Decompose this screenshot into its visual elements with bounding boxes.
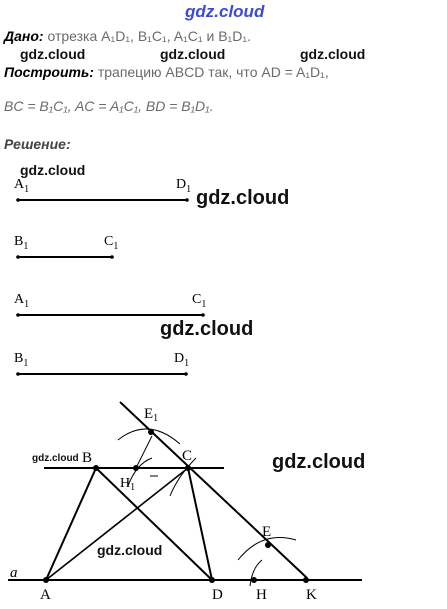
point-e1 (148, 429, 154, 435)
watermark: gdz.cloud (20, 46, 86, 62)
segment-a1d1-right-dot (185, 198, 189, 202)
given-text: отрезка A₁D₁, B₁C₁, A₁C₁ и B₁D₁. (47, 28, 252, 44)
label-e1: E1 (144, 406, 158, 424)
label-b: B (82, 450, 92, 466)
construction-figure: A B C D H K E E1 H1 a (8, 401, 362, 603)
arc-h (249, 559, 263, 587)
arc-e (237, 537, 297, 561)
segment-a1d1-left-dot (16, 198, 20, 202)
segment-b1c1-right-dot (110, 255, 114, 259)
arc-e1 (117, 428, 181, 445)
watermark: gdz.cloud (160, 318, 254, 340)
label-a: A (40, 587, 51, 603)
point-k (303, 577, 309, 583)
label-h1: H1 (120, 476, 135, 493)
point-h (251, 577, 257, 583)
segment-4-right-label: D1 (174, 351, 190, 369)
watermark: gdz.cloud (300, 46, 366, 62)
segment-3-left-label: A1 (14, 292, 30, 310)
label-e: E (262, 524, 271, 540)
segment-2-right-label: C1 (104, 234, 119, 252)
point-a (43, 577, 49, 583)
segment-b1d1-right-dot (184, 372, 188, 376)
watermark: gdz.cloud (97, 542, 163, 558)
watermark: gdz.cloud (160, 46, 226, 62)
construct-line: Построить: трапецию ABCD так, что AD = A… (4, 64, 329, 80)
watermark: gdz.cloud (196, 187, 290, 209)
watermark: gdz.cloud (272, 451, 366, 473)
watermark: gdz.cloud (20, 162, 86, 178)
line-ab (45, 467, 97, 581)
solution-label: Решение: (4, 136, 71, 152)
label-line-a: a (10, 565, 18, 581)
label-k: K (306, 587, 317, 603)
segment-2-left-label: B1 (14, 234, 29, 252)
line-cd (187, 467, 213, 581)
construct-label: Построить: (4, 64, 94, 80)
point-d (209, 577, 215, 583)
point-h1 (133, 465, 139, 471)
site-title[interactable]: gdz.cloud (185, 2, 265, 21)
helper-h1 (135, 435, 153, 469)
given-line: Дано: отрезка A₁D₁, B₁C₁, A₁C₁ и B₁D₁. (4, 28, 251, 44)
point-b (93, 465, 99, 471)
line-bd (95, 467, 213, 581)
point-e (265, 542, 271, 548)
label-h: H (256, 587, 267, 603)
line-ac (45, 467, 189, 581)
segments-drawing (16, 198, 205, 376)
construct-text-2: BC = B₁C₁, AC = A₁C₁, BD = B₁D₁. (4, 98, 214, 114)
segment-b1d1-left-dot (16, 372, 20, 376)
segment-3-right-label: C1 (192, 292, 207, 310)
given-label: Дано: (4, 28, 44, 44)
segment-a1c1-right-dot (201, 313, 205, 317)
segment-4-left-label: B1 (14, 351, 29, 369)
arc-c (169, 457, 197, 497)
label-d: D (212, 587, 223, 603)
segment-a1c1-left-dot (16, 313, 20, 317)
segment-1-left-label: A1 (14, 177, 30, 195)
watermark: gdz.cloud (32, 453, 79, 464)
point-c (185, 465, 191, 471)
segment-1-right-label: D1 (176, 177, 192, 195)
label-c: C (182, 448, 192, 464)
construct-text: трапецию ABCD так, что AD = A₁D₁, (97, 64, 329, 80)
segment-b1c1-left-dot (16, 255, 20, 259)
